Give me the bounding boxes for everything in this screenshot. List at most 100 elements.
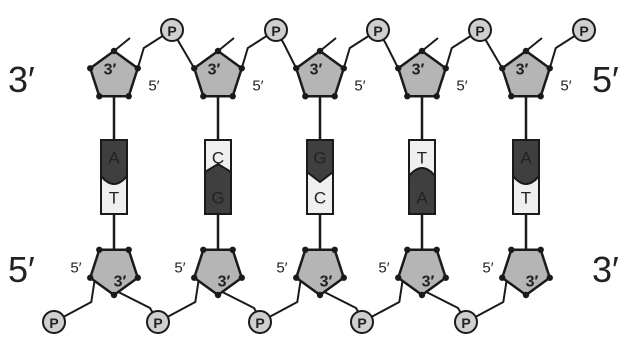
base-top-letter: C <box>212 149 224 168</box>
junction-dot <box>134 274 141 281</box>
end-label-top-right: 5′ <box>592 59 619 100</box>
bottom-phosphate-circle <box>248 310 272 334</box>
junction-dot <box>110 291 118 299</box>
top-apex-bond <box>113 37 131 52</box>
end-label-bottom-right: 3′ <box>592 249 619 290</box>
base-top-shape <box>100 139 128 185</box>
base-top-shape <box>204 139 232 174</box>
base-bottom-letter: A <box>416 189 428 208</box>
junction-dot <box>418 291 426 299</box>
junction-dot <box>293 65 300 72</box>
top-apex-bond <box>525 37 543 52</box>
bottom-phosphate-label: P <box>255 315 264 331</box>
bottom-sugar-5prime-label: 5′ <box>378 260 389 277</box>
bottom-sugar-pentagon <box>500 248 552 297</box>
top-phosphate-circle <box>264 18 288 42</box>
top-apex-bond <box>217 37 235 52</box>
top-sugar-pentagon <box>500 49 552 98</box>
junction-dot <box>331 93 338 100</box>
junction-dot <box>87 274 94 281</box>
junction-dot <box>229 93 236 100</box>
bottom-sugar-3prime-label: 3′ <box>320 274 333 291</box>
top-sugar-3prime-label: 3′ <box>208 62 221 79</box>
junction-dot <box>499 65 506 72</box>
junction-dot <box>214 291 222 299</box>
top-phosphate-label: P <box>167 23 176 39</box>
junction-dot <box>395 65 402 72</box>
junction-dot <box>200 93 207 100</box>
end-label-bottom-left: 5′ <box>8 249 35 290</box>
bottom-sugar-pentagon <box>294 248 346 297</box>
junction-dot <box>302 246 309 253</box>
top-sugar-3prime-label: 3′ <box>310 62 323 79</box>
bottom-phosphate-circle <box>454 310 478 334</box>
junction-dot <box>96 93 103 100</box>
junction-dot <box>125 93 132 100</box>
bottom-phosphate-label: P <box>153 315 162 331</box>
junction-dot <box>418 47 426 55</box>
junction-dot <box>499 274 506 281</box>
junction-dot <box>229 246 236 253</box>
bottom-sugar-pentagon <box>88 248 140 297</box>
top-phosphate-circle <box>160 18 184 42</box>
bottom-sugar-pentagon <box>192 248 244 297</box>
junction-dot <box>87 65 94 72</box>
base-top-letter: T <box>417 149 427 168</box>
junction-dot <box>134 65 141 72</box>
top-sugar-5prime-label: 5′ <box>148 78 159 95</box>
junction-dot <box>200 246 207 253</box>
top-sugar-3prime-label: 3′ <box>104 62 117 79</box>
base-top-letter: G <box>313 149 326 168</box>
top-phosphate-circle <box>366 18 390 42</box>
junction-dot <box>340 274 347 281</box>
base-top-shape <box>408 139 436 179</box>
junction-dot <box>110 47 118 55</box>
top-phosphate-label: P <box>373 23 382 39</box>
top-phosphate-circle <box>572 18 596 42</box>
base-bottom-letter: G <box>211 189 224 208</box>
base-top-shape <box>512 139 540 185</box>
junction-dot <box>537 246 544 253</box>
bottom-sugar-3prime-label: 3′ <box>218 274 231 291</box>
top-sugar-5prime-label: 5′ <box>354 78 365 95</box>
top-apex-bond <box>421 37 439 52</box>
bottom-sugar-pentagon <box>396 248 448 297</box>
bottom-sugar-5prime-label: 5′ <box>70 260 81 277</box>
top-sugar-pentagon <box>294 49 346 98</box>
top-phosphate-circle <box>468 18 492 42</box>
bottom-sugar-5prime-label: 5′ <box>174 260 185 277</box>
junction-dot <box>191 274 198 281</box>
junction-dot <box>214 47 222 55</box>
junction-dot <box>316 291 324 299</box>
top-sugar-5prime-label: 5′ <box>456 78 467 95</box>
junction-dot <box>537 93 544 100</box>
nucleotide-layer: 3′5′PAT3′5′P3′5′PCG3′5′P3′5′PGC3′5′P3′5′… <box>42 18 596 334</box>
base-bottom-letter: T <box>109 189 119 208</box>
base-top-letter: A <box>520 149 532 168</box>
bottom-phosphate-label: P <box>357 315 366 331</box>
bottom-phosphate-circle <box>350 310 374 334</box>
junction-dot <box>508 93 515 100</box>
junction-dot <box>331 246 338 253</box>
bottom-phosphate-label: P <box>461 315 470 331</box>
bottom-phosphate-circle <box>146 310 170 334</box>
base-bottom-letter: T <box>521 189 531 208</box>
bottom-phosphate-label: P <box>49 315 58 331</box>
bottom-sugar-5prime-label: 5′ <box>482 260 493 277</box>
top-phosphate-label: P <box>579 23 588 39</box>
junction-dot <box>433 246 440 253</box>
top-sugar-3prime-label: 3′ <box>516 62 529 79</box>
junction-dot <box>395 274 402 281</box>
top-sugar-3prime-label: 3′ <box>412 62 425 79</box>
bottom-phosphate-circle <box>42 310 66 334</box>
base-top-shape <box>306 139 334 184</box>
junction-dot <box>191 65 198 72</box>
junction-dot <box>238 65 245 72</box>
junction-dot <box>238 274 245 281</box>
bottom-sugar-5prime-label: 5′ <box>276 260 287 277</box>
top-sugar-pentagon <box>88 49 140 98</box>
junction-dot <box>442 65 449 72</box>
